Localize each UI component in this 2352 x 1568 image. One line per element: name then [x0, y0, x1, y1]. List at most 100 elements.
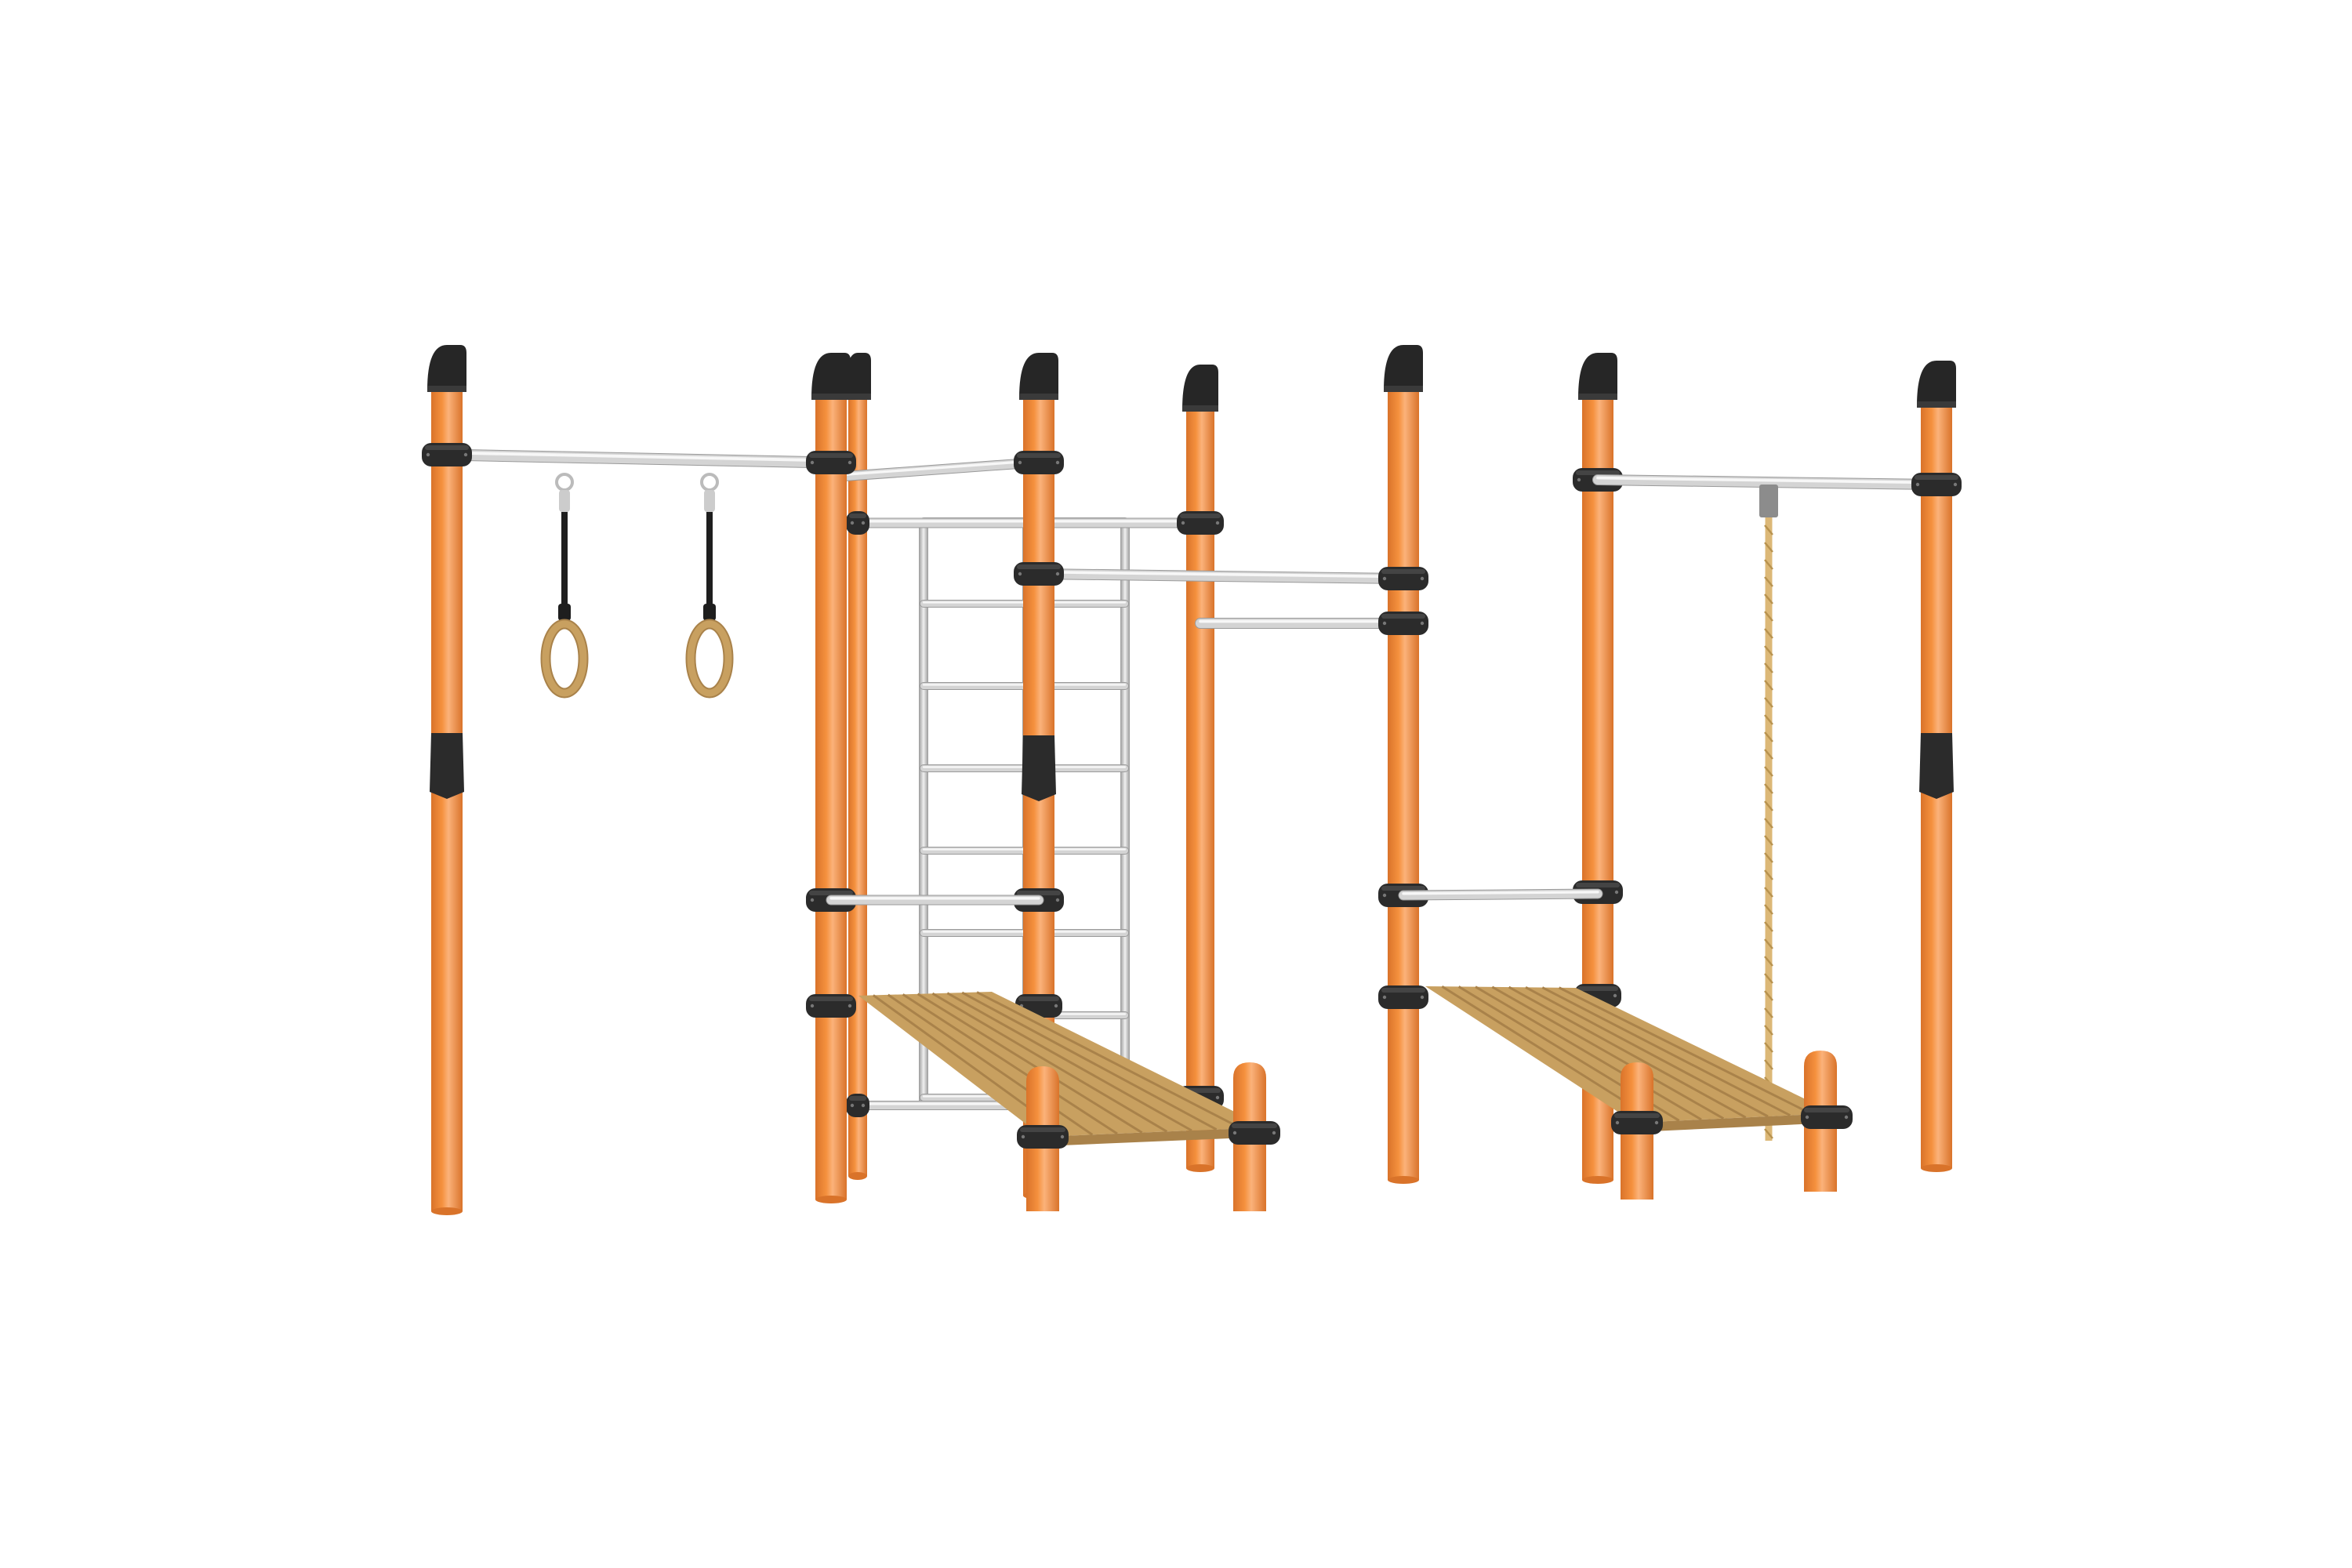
- steel-bar-highlight: [1596, 476, 1938, 485]
- rope-twist: [1764, 1007, 1773, 1018]
- bench-slat-gap: [1558, 986, 1813, 1116]
- steel-bar: [834, 458, 1040, 481]
- clamp-bolt: [848, 1004, 852, 1008]
- clamp-bolt: [426, 452, 430, 457]
- ring-wood: [687, 620, 732, 697]
- rope-twist: [1764, 800, 1773, 811]
- clamp-highlight: [425, 445, 469, 450]
- bench-slat-gap: [1525, 986, 1769, 1118]
- clamp-bolt: [1654, 1120, 1659, 1125]
- post-cap: [1578, 353, 1617, 398]
- clamp: [1014, 451, 1064, 474]
- bench-slat-gap: [976, 991, 1243, 1130]
- post-cap-rim: [1384, 386, 1423, 392]
- gymnastic-ring: [540, 473, 589, 699]
- middle-layer: [422, 345, 1962, 1215]
- rope-twist: [1764, 731, 1773, 742]
- bench-slat-gap: [1491, 985, 1725, 1120]
- rope-twist: [1764, 990, 1773, 1001]
- clamp: [1611, 1111, 1663, 1134]
- bench-edge: [1043, 1127, 1266, 1146]
- rope-twist: [1764, 783, 1773, 794]
- post-foot: [815, 1196, 847, 1203]
- rope-hanger: [1759, 485, 1778, 517]
- clamp: [1014, 562, 1064, 586]
- clamp-bolt: [1420, 621, 1425, 626]
- rope-twist: [1764, 869, 1773, 880]
- incline-bench: [1425, 985, 1835, 1132]
- clamp-bolt: [850, 521, 855, 525]
- clamp-highlight: [1381, 569, 1425, 574]
- clamp-highlight: [1381, 886, 1425, 891]
- bench-slat-gap: [931, 992, 1168, 1133]
- steel-bar-highlight: [1402, 891, 1599, 895]
- rope-twist: [1764, 818, 1773, 829]
- front-layer: [858, 985, 1853, 1211]
- clamp-bolt: [1953, 482, 1958, 487]
- post-foot: [1921, 1164, 1952, 1172]
- mid-joint: [1919, 733, 1954, 799]
- clamp: [1911, 473, 1962, 496]
- clamp-highlight: [1232, 1123, 1277, 1128]
- clamp: [1015, 994, 1062, 1018]
- post: [427, 345, 466, 1215]
- clamp-highlight: [809, 996, 853, 1001]
- rope-twist: [1764, 542, 1773, 553]
- rope-twist: [1764, 697, 1773, 708]
- clamp-highlight: [1614, 1113, 1660, 1118]
- ring-buckle: [704, 490, 715, 512]
- rope-twist: [1764, 852, 1773, 863]
- clamp-highlight: [1018, 996, 1059, 1001]
- steel-upright: [919, 521, 928, 1109]
- post-foot: [1582, 1176, 1613, 1184]
- clamp-bolt: [1577, 477, 1581, 482]
- clamp-highlight: [849, 1096, 866, 1101]
- clamp-highlight: [1017, 564, 1061, 569]
- post-cap: [1019, 353, 1058, 398]
- rope-twist: [1764, 611, 1773, 622]
- clamp-bolt: [1420, 995, 1425, 1000]
- rope-twist: [1764, 1042, 1773, 1053]
- post: [1182, 365, 1218, 1172]
- clamp-bolt: [463, 452, 468, 457]
- clamp-highlight: [1577, 986, 1618, 991]
- clamp: [1378, 985, 1428, 1009]
- post-cap-rim: [844, 394, 871, 400]
- clamp: [422, 443, 472, 466]
- rope-twist: [1764, 956, 1773, 967]
- clamp-bolt: [1018, 572, 1022, 576]
- clamp: [1378, 567, 1428, 590]
- post-cap-rim: [427, 386, 466, 392]
- clamp: [846, 511, 869, 535]
- rope-twist: [1764, 766, 1773, 777]
- clamp: [1229, 1121, 1280, 1145]
- post-cap: [427, 345, 466, 390]
- post-cap: [844, 353, 871, 398]
- clamp: [806, 451, 856, 474]
- clamp-bolt: [1055, 572, 1060, 576]
- bench-slat-gap: [902, 993, 1118, 1135]
- clamp-bolt: [1215, 1095, 1220, 1100]
- rope-twist: [1764, 887, 1773, 898]
- clamp-bolt: [1613, 993, 1617, 998]
- rope-twist: [1764, 593, 1773, 604]
- rope-twist: [1764, 904, 1773, 915]
- clamp-bolt: [1420, 576, 1425, 581]
- rope-twist: [1764, 1128, 1773, 1139]
- rope-twist: [1764, 938, 1773, 949]
- post: [811, 353, 851, 1203]
- steel-bar-highlight: [837, 459, 1036, 477]
- clamp-bolt: [1844, 1115, 1849, 1120]
- clamp: [846, 1094, 869, 1117]
- post-tube: [848, 392, 867, 1176]
- clamp-bolt: [1382, 995, 1387, 1000]
- rope-twist: [1764, 921, 1773, 932]
- steel-bar-highlight: [1037, 570, 1405, 579]
- clamp: [1378, 612, 1428, 635]
- bench-slat-gap: [1475, 985, 1702, 1121]
- mid-joint: [1022, 735, 1056, 801]
- clamp-highlight: [1180, 514, 1221, 518]
- post-cap: [811, 353, 851, 398]
- mid-joint: [430, 733, 464, 799]
